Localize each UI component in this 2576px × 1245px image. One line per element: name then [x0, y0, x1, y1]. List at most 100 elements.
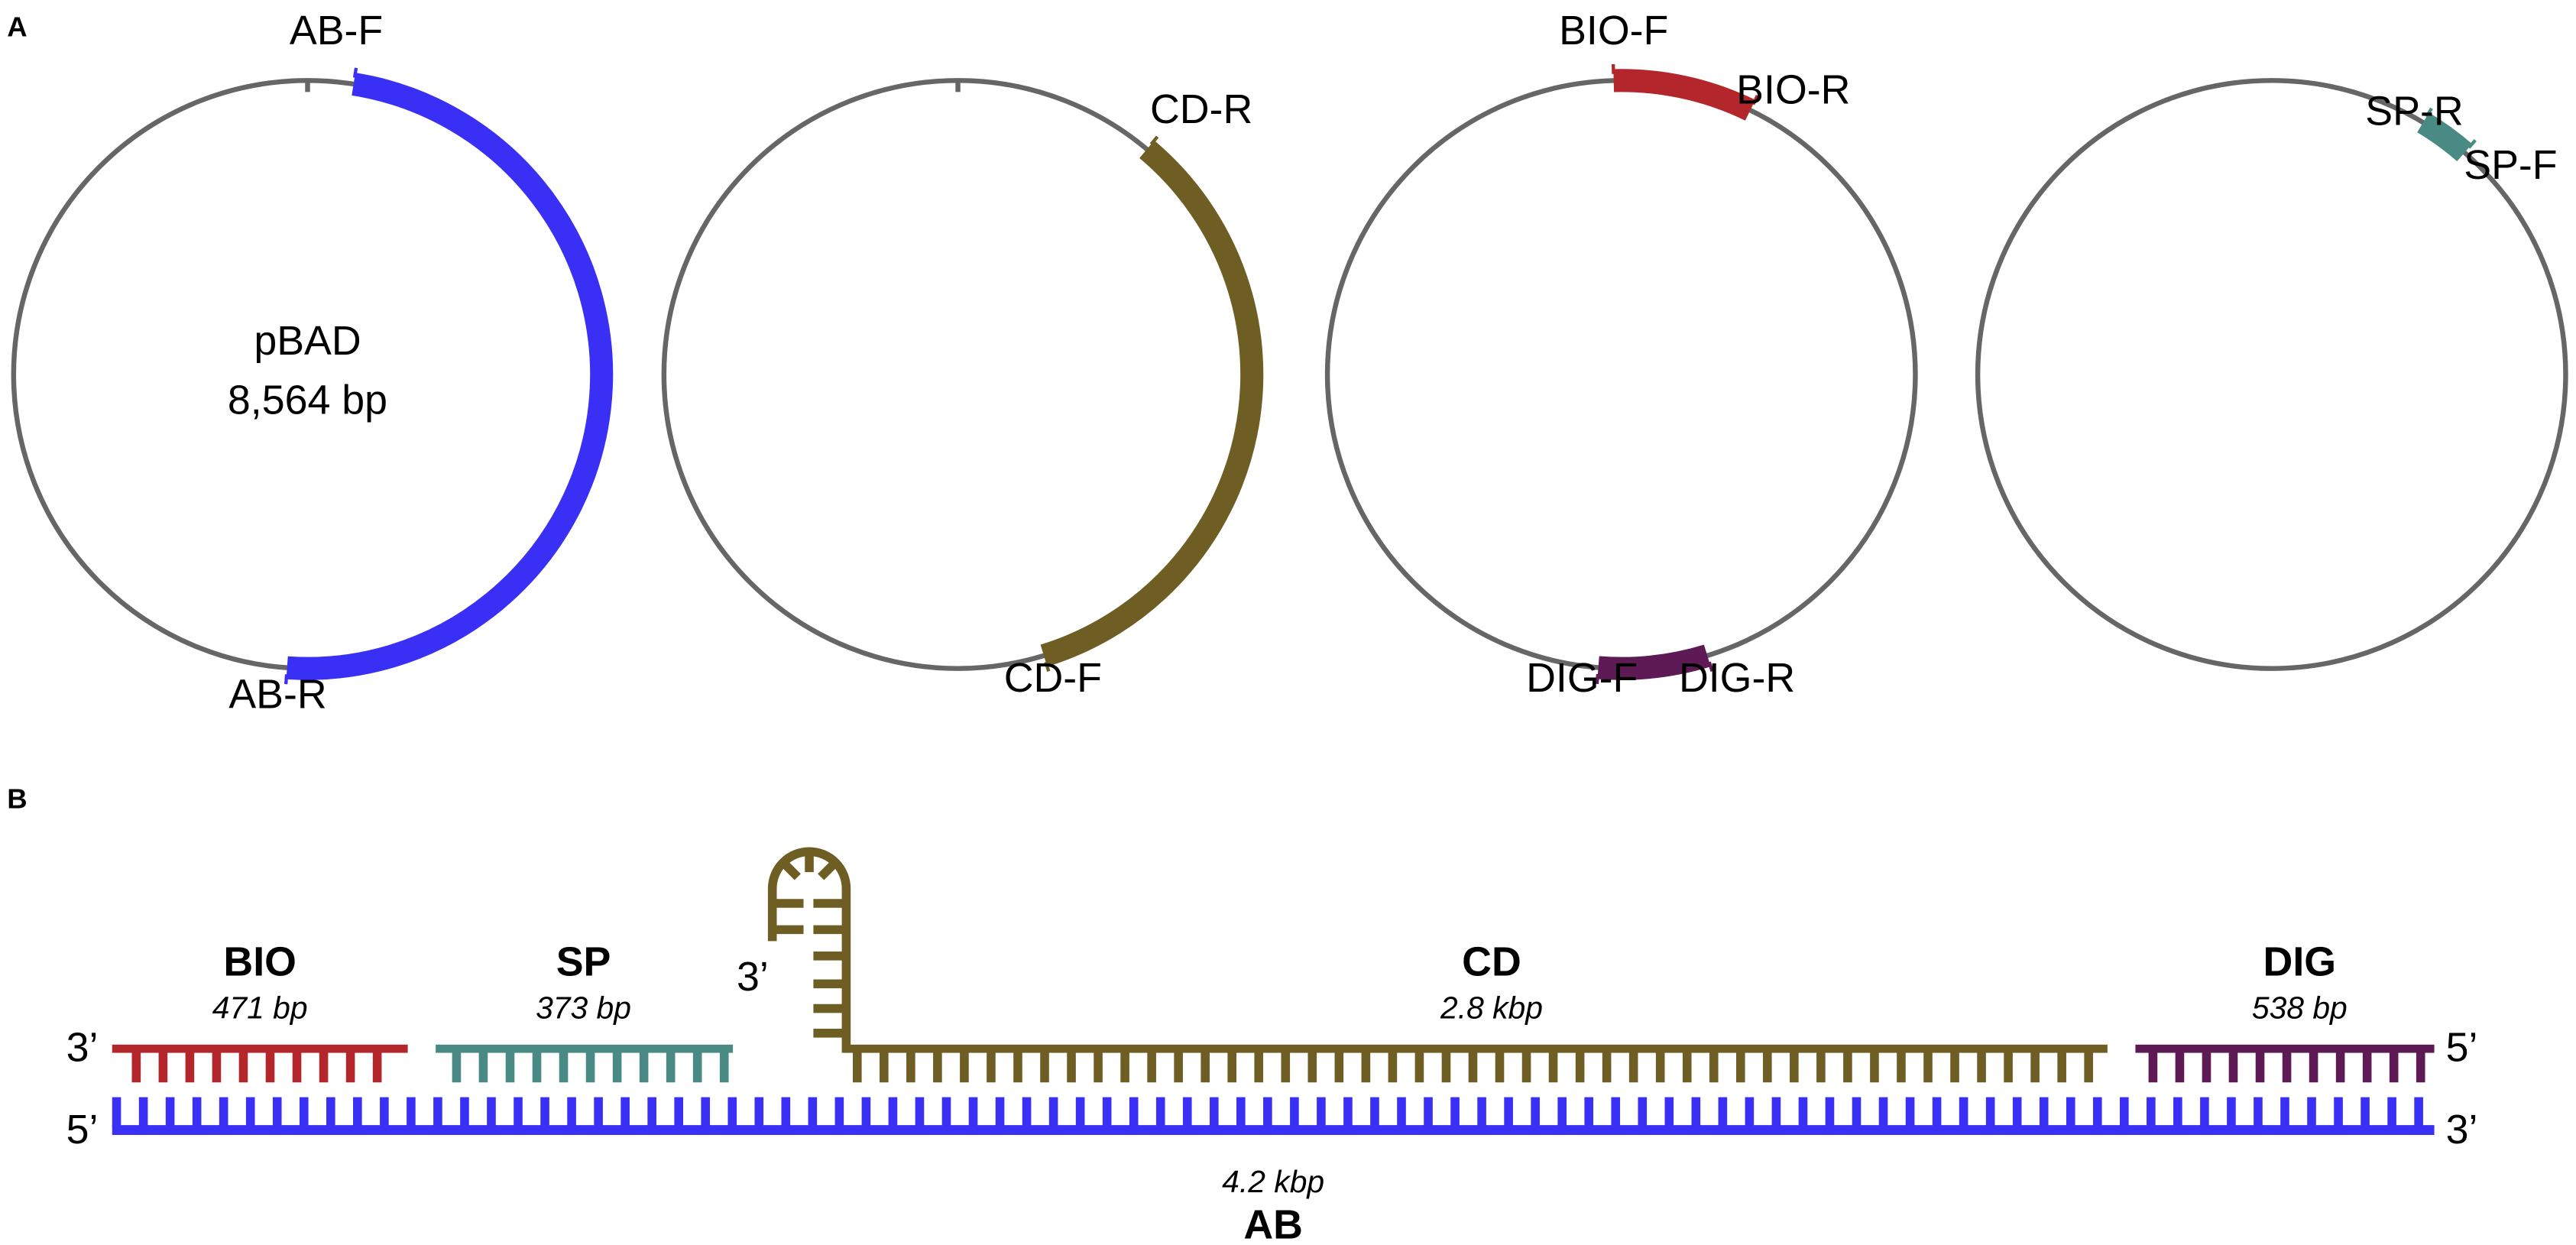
ab-strand-base — [2039, 1097, 2049, 1127]
ab-strand-base — [2334, 1097, 2343, 1127]
ab-strand-base — [1531, 1097, 1540, 1127]
ab-strand-base — [1611, 1097, 1621, 1127]
ab-strand-base — [2147, 1097, 2156, 1127]
sp-region-arc — [2417, 112, 2473, 162]
cd-strand-base — [1790, 1051, 1799, 1083]
cd-strand-base — [1013, 1051, 1022, 1083]
dna-strands — [112, 847, 2435, 1136]
fragment-size-sp: 373 bp — [536, 990, 631, 1025]
sp-strand-base — [692, 1051, 702, 1083]
bio-strand-base — [212, 1051, 222, 1083]
fragment-size-cd: 2.8 kbp — [1440, 990, 1543, 1025]
ab-strand-base — [1155, 1097, 1165, 1127]
ab-strand-backbone — [112, 1125, 2435, 1136]
fragment-label-ab: AB — [1243, 1201, 1303, 1245]
ab-strand-base — [2012, 1097, 2022, 1127]
primer-label-dig-r: DIG-R — [1679, 655, 1795, 701]
dig-strand-base — [2202, 1051, 2211, 1083]
cd-strand-base — [1334, 1051, 1344, 1083]
cd-strand-base — [1709, 1051, 1719, 1083]
ab-strand-base — [326, 1097, 335, 1127]
plasmid-backbone-3 — [1324, 78, 1918, 671]
ab-strand-base — [2227, 1097, 2236, 1127]
cd-strand-base — [1201, 1051, 1210, 1083]
sp-strand-base — [585, 1051, 595, 1083]
cd-region-arc-end-tick — [1044, 661, 1051, 673]
end-label-bottom-left: 5’ — [66, 1107, 99, 1153]
ab-strand-base — [2414, 1097, 2423, 1127]
bio-strand-base — [319, 1051, 329, 1083]
cd-loop-base — [818, 859, 839, 880]
bio-strand-base — [345, 1051, 355, 1083]
ab-strand-base — [1129, 1097, 1139, 1127]
sp-strand-base — [478, 1051, 488, 1083]
primer-label-ab-r: AB-R — [228, 671, 326, 717]
ab-strand-base — [1905, 1097, 1915, 1127]
ab-strand-base — [2361, 1097, 2370, 1127]
cd-strand-base — [1227, 1051, 1237, 1083]
sp-strand-base — [452, 1051, 462, 1083]
ab-strand-base — [808, 1097, 818, 1127]
ab-strand-base — [567, 1097, 576, 1127]
cd-strand-base — [1843, 1051, 1852, 1083]
ab-strand-base — [192, 1097, 202, 1127]
cd-strand-base — [933, 1051, 942, 1083]
cd-strand-base — [2057, 1051, 2066, 1083]
cd-strand-base — [987, 1051, 996, 1083]
bio-region-arc — [1613, 69, 1755, 121]
end-label-top-left: 3’ — [66, 1024, 99, 1070]
ab-strand-base — [1664, 1097, 1674, 1127]
ab-strand-base — [1798, 1097, 1808, 1127]
dig-strand-base — [2175, 1051, 2185, 1083]
ab-region-arc-start-tick — [352, 67, 358, 78]
ab-strand-base — [1236, 1097, 1246, 1127]
cd-strand-base — [1174, 1051, 1183, 1083]
ab-strand-base — [165, 1097, 175, 1127]
dig-strand-base — [2255, 1051, 2265, 1083]
ab-strand-base — [727, 1097, 737, 1127]
bio-strand-base — [372, 1051, 382, 1083]
primer-label-dig-f: DIG-F — [1526, 655, 1638, 701]
ab-strand-base — [1718, 1097, 1728, 1127]
bio-strand-base — [185, 1051, 195, 1083]
cd-strand-base — [1521, 1051, 1531, 1083]
fragment-label-dig: DIG — [2263, 939, 2337, 985]
cd-strand-base — [1067, 1051, 1076, 1083]
ab-strand-base — [138, 1097, 148, 1127]
sp-strand-base — [532, 1051, 542, 1083]
ab-strand-base — [1182, 1097, 1192, 1127]
fragment-label-cd: CD — [1462, 939, 1521, 985]
sp-strand-base — [505, 1051, 515, 1083]
bio-strand-base — [265, 1051, 275, 1083]
primer-label-bio-f: BIO-F — [1559, 8, 1668, 53]
ab-strand-base — [1745, 1097, 1755, 1127]
ab-strand-base — [1985, 1097, 1995, 1127]
ab-strand-base — [1852, 1097, 1862, 1127]
ab-strand-base — [2066, 1097, 2075, 1127]
cd-strand-base — [1361, 1051, 1371, 1083]
cd-strand-base — [1120, 1051, 1129, 1083]
ab-strand-base — [2307, 1097, 2316, 1127]
ab-strand-base — [915, 1097, 925, 1127]
sp-strand-base — [639, 1051, 649, 1083]
ab-strand-base — [674, 1097, 683, 1127]
dig-strand-base — [2309, 1051, 2318, 1083]
ab-strand-base — [1584, 1097, 1594, 1127]
plasmid-maps — [11, 63, 2568, 685]
cd-strand-base — [1388, 1051, 1398, 1083]
ab-strand-base — [701, 1097, 711, 1127]
ab-strand-base — [460, 1097, 469, 1127]
ab-strand-base — [1450, 1097, 1460, 1127]
ab-strand-base — [968, 1097, 978, 1127]
primer-label-bio-r: BIO-R — [1736, 66, 1850, 112]
dig-strand-base — [2282, 1051, 2292, 1083]
cd-loop-base — [779, 859, 801, 880]
ab-strand-base — [2173, 1097, 2182, 1127]
ab-strand-base — [487, 1097, 496, 1127]
cd-strand-base — [1281, 1051, 1291, 1083]
cd-strand-base — [1950, 1051, 1959, 1083]
ab-strand-base — [2092, 1097, 2102, 1127]
cd-strand-base — [1923, 1051, 1933, 1083]
ab-strand-base — [1263, 1097, 1272, 1127]
ab-strand-base — [1075, 1097, 1085, 1127]
